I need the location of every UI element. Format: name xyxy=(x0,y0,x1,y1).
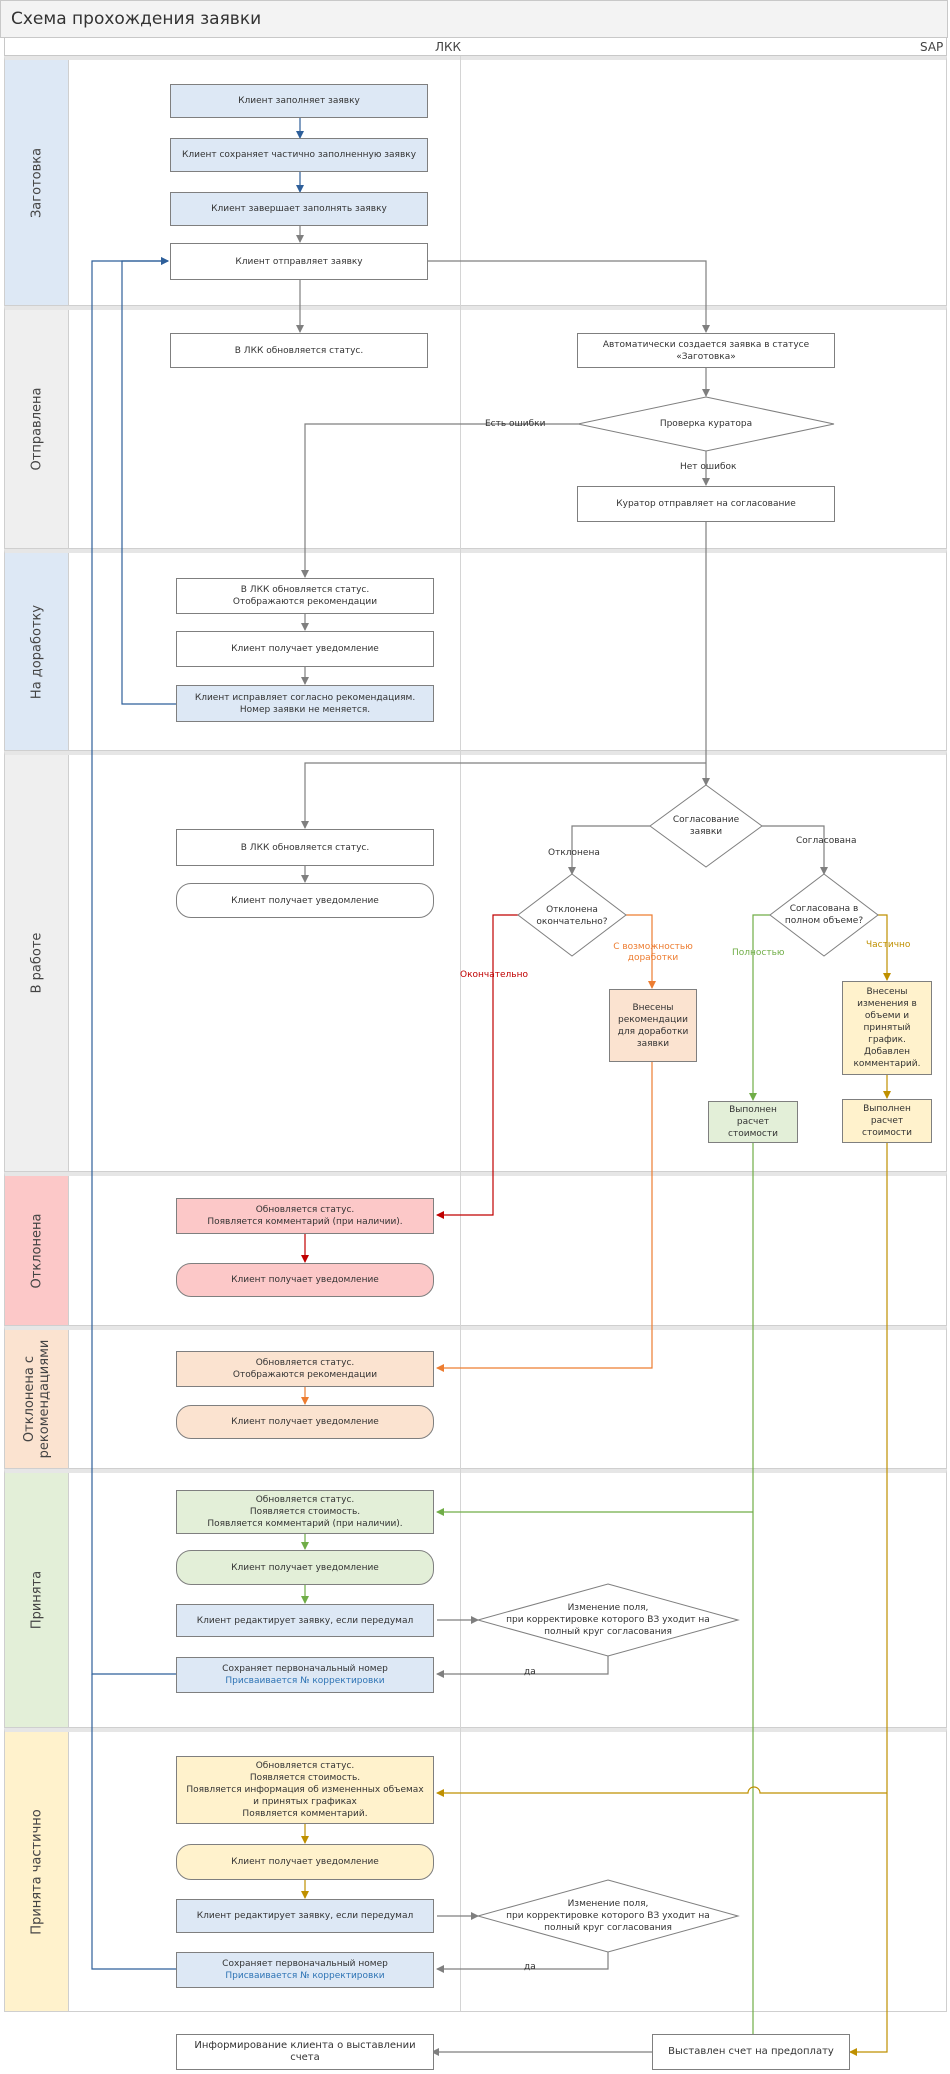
node-w2[interactable]: Клиент получает уведомление xyxy=(176,883,434,918)
node-d1[interactable]: В ЛКК обновляется статус. Отображаются р… xyxy=(176,578,434,614)
node-w3[interactable]: Согласование заявки xyxy=(672,815,740,837)
lane-otklonena-rek: Отклонена с рекомендациями xyxy=(4,1326,947,1469)
edge-w5-w7 xyxy=(878,914,891,981)
node-c5[interactable]: Сохраняет первоначальный номер Присваива… xyxy=(176,1952,434,1988)
node-f2[interactable]: Выставлен счет на предоплату xyxy=(652,2034,850,2070)
node-z3[interactable]: Клиент завершает заполнять заявку xyxy=(170,192,428,226)
edge-d3-z4 xyxy=(121,257,176,705)
edge-w9-f2 xyxy=(849,1143,888,2056)
column-header: ЛКК SAP xyxy=(4,38,947,56)
edge-p4-p5 xyxy=(436,1656,609,1678)
edge-c4-c5 xyxy=(436,1952,609,1973)
label-with-rework: С возможностью доработки xyxy=(613,942,693,963)
edge-w5-w8 xyxy=(749,914,770,1101)
label-yes-1: да xyxy=(524,1667,536,1677)
label-fully: Полностью xyxy=(732,948,785,958)
node-rr2[interactable]: Клиент получает уведомление xyxy=(176,1405,434,1439)
edge-w4-r1 xyxy=(436,914,518,1219)
edge-w3-w5 xyxy=(762,825,828,875)
correction-number-link[interactable]: Присваивается № корректировки xyxy=(225,1676,385,1686)
node-o4[interactable]: Куратор отправляет на согласование xyxy=(577,486,835,522)
node-c4[interactable]: Изменение поля, при корректировке которо… xyxy=(506,1899,710,1933)
column-divider xyxy=(460,56,461,2011)
lane-otklonena: Отклонена xyxy=(4,1172,947,1326)
edge-w6-rr1 xyxy=(436,1062,653,1372)
node-r2[interactable]: Клиент получает уведомление xyxy=(176,1263,434,1297)
diagram-title: Схема прохождения заявки xyxy=(11,9,262,29)
node-w9[interactable]: Выполнен расчет стоимости xyxy=(842,1099,932,1143)
lane-otpravlena: Отправлена xyxy=(4,306,947,549)
lane-v-rabote: В работе xyxy=(4,751,947,1172)
edge-z4-o2 xyxy=(428,260,710,333)
column-sap: SAP xyxy=(920,40,944,54)
node-z2[interactable]: Клиент сохраняет частично заполненную за… xyxy=(170,138,428,172)
node-d2[interactable]: Клиент получает уведомление xyxy=(176,631,434,667)
node-w6[interactable]: Внесены рекомендации для доработки заявк… xyxy=(609,989,697,1062)
column-lkk: ЛКК xyxy=(435,40,462,54)
edge-w3-w1 xyxy=(301,762,706,829)
diamond-c4 xyxy=(476,1879,740,1953)
node-o1[interactable]: В ЛКК обновляется статус. xyxy=(170,333,428,368)
node-p4[interactable]: Изменение поля, при корректировке которо… xyxy=(506,1603,710,1637)
label-approved: Согласована xyxy=(796,836,857,846)
node-rr1[interactable]: Обновляется статус. Отображаются рекомен… xyxy=(176,1351,434,1387)
node-p3[interactable]: Клиент редактирует заявку, если передума… xyxy=(176,1604,434,1637)
label-rejected: Отклонена xyxy=(548,848,600,858)
diagram-title-bar: Схема прохождения заявки xyxy=(0,0,948,38)
lane-prinyata: Принята xyxy=(4,1469,947,1728)
correction-number-link[interactable]: Присваивается № корректировки xyxy=(225,1971,385,1981)
diamond-p4 xyxy=(476,1583,740,1657)
diamond-w3 xyxy=(649,784,763,868)
diamond-o3 xyxy=(577,396,835,452)
node-p1[interactable]: Обновляется статус. Появляется стоимость… xyxy=(176,1490,434,1534)
node-p5[interactable]: Сохраняет первоначальный номер Присваива… xyxy=(176,1657,434,1693)
edge-c5-back xyxy=(91,1674,176,1970)
edge-w9-c1 xyxy=(436,1786,887,1797)
node-c2[interactable]: Клиент получает уведомление xyxy=(176,1844,434,1880)
node-p2[interactable]: Клиент получает уведомление xyxy=(176,1550,434,1585)
lane-na-dorabotku: На доработку xyxy=(4,549,947,751)
node-o3[interactable]: Проверка куратора xyxy=(659,419,753,429)
diamond-w5 xyxy=(769,873,879,957)
node-w5[interactable]: Согласована в полном объеме? xyxy=(784,904,864,926)
edge-p5-back xyxy=(91,257,176,1675)
label-no-errors: Нет ошибок xyxy=(680,462,737,472)
node-f1[interactable]: Информирование клиента о выставлении сче… xyxy=(176,2034,434,2070)
label-has-errors: Есть ошибки xyxy=(485,419,546,429)
node-d3[interactable]: Клиент исправляет согласно рекомендациям… xyxy=(176,685,434,722)
node-w4[interactable]: Отклонена окончательно? xyxy=(536,905,608,927)
label-final: Окончательно xyxy=(460,970,528,980)
label-partially: Частично xyxy=(866,940,911,950)
label-yes-2: да xyxy=(524,1962,536,1972)
node-w8[interactable]: Выполнен расчет стоимости xyxy=(708,1101,798,1143)
node-w7[interactable]: Внесены изменения в объеми и принятый гр… xyxy=(842,981,932,1075)
node-o2[interactable]: Автоматически создается заявка в статусе… xyxy=(577,333,835,368)
edge-w3-w4 xyxy=(568,825,650,875)
lane-zagotovka: Заготовка xyxy=(4,56,947,306)
node-w1[interactable]: В ЛКК обновляется статус. xyxy=(176,829,434,866)
node-z1[interactable]: Клиент заполняет заявку xyxy=(170,84,428,118)
lane-prinyata-chastichno: Принята частично xyxy=(4,1728,947,2012)
node-c1[interactable]: Обновляется статус. Появляется стоимость… xyxy=(176,1756,434,1824)
node-r1[interactable]: Обновляется статус. Появляется комментар… xyxy=(176,1198,434,1234)
edge-o3-d1 xyxy=(301,423,578,578)
diamond-w4 xyxy=(517,873,627,957)
node-c3[interactable]: Клиент редактирует заявку, если передума… xyxy=(176,1899,434,1933)
node-z4[interactable]: Клиент отправляет заявку xyxy=(170,243,428,280)
edge-w4-w6 xyxy=(626,914,656,989)
